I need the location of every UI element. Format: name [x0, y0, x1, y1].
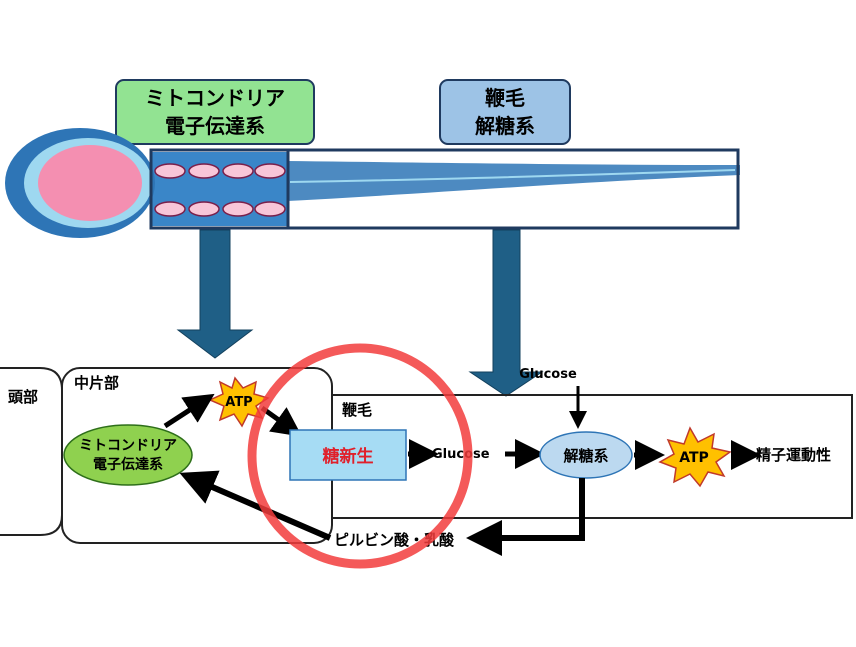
- gluconeogenesis-box: [289, 429, 407, 481]
- midpiece-label: 中片部: [74, 374, 119, 392]
- mitochondria-row: [154, 163, 286, 217]
- glucose-mid-label: Glucose: [432, 447, 490, 462]
- motility-label: 精子運動性: [756, 446, 831, 464]
- glucose-top-label: Glucose: [519, 367, 577, 382]
- sperm-tail: [150, 160, 740, 205]
- flagellum-outline: [286, 148, 740, 230]
- sperm-illustration: [5, 128, 740, 238]
- mito-etc-label-box: ミトコンドリア 電子伝達系: [115, 79, 315, 145]
- mito-down-arrow: [176, 229, 254, 359]
- mito-etc-ellipse: [63, 424, 193, 486]
- atp-small-label: ATP: [225, 395, 252, 410]
- mito-ellipse-line1: ミトコンドリア: [79, 438, 177, 454]
- gluconeogenesis-label: 糖新生: [323, 446, 374, 467]
- head-label: 頭部: [8, 388, 38, 406]
- atp-large-label: ATP: [679, 450, 709, 466]
- flag-box-line2: 解糖系: [475, 114, 535, 138]
- glycolysis-ellipse: [539, 431, 633, 479]
- mito-box-line1: ミトコンドリア: [145, 86, 285, 110]
- flag-box-line1: 鞭毛: [485, 86, 525, 110]
- mito-box-line2: 電子伝達系: [165, 114, 265, 138]
- arrow-mito-to-atp: [163, 393, 215, 429]
- mito-ellipse-line2: 電子伝達系: [93, 456, 163, 473]
- arrow-atp-to-gluconeogenesis: [260, 405, 303, 437]
- glycolysis-label: 解糖系: [563, 447, 608, 465]
- sperm-head-nucleus: [38, 145, 142, 221]
- flagellum-glycolysis-label-box: 鞭毛 解糖系: [439, 79, 571, 145]
- atp-small-burst: ATP: [208, 376, 270, 428]
- highlight-circle: [247, 343, 473, 569]
- flagellum-down-arrow: [468, 229, 544, 397]
- atp-large-burst: ATP: [658, 426, 732, 488]
- flagellum-label: 鞭毛: [342, 401, 372, 419]
- arrow-glycolysis-to-pyruvate: [466, 478, 585, 556]
